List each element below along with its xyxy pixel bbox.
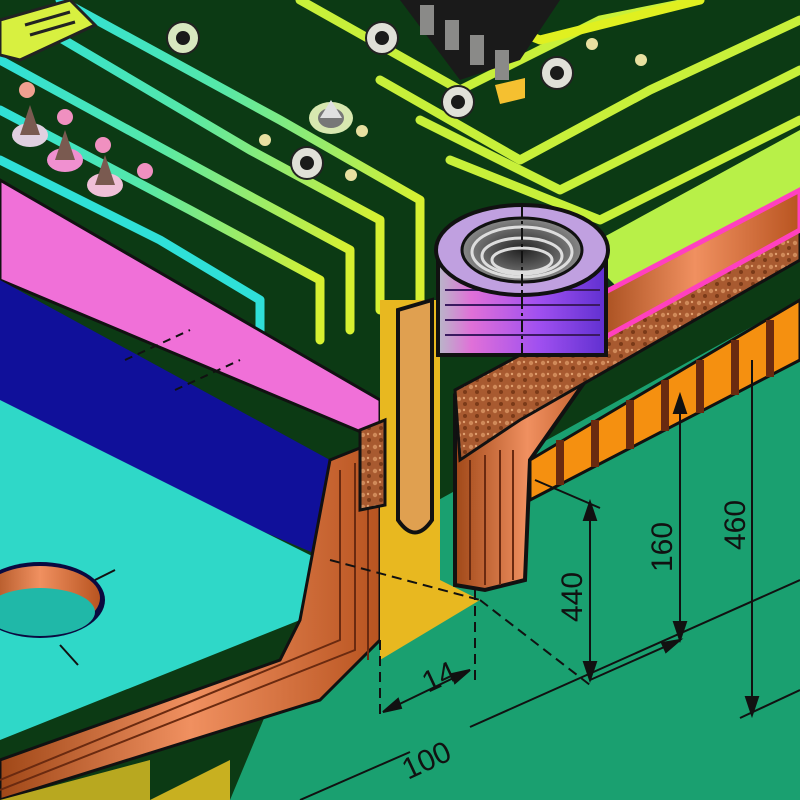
plated-through-hole — [0, 562, 116, 666]
vias — [166, 21, 647, 181]
connector — [0, 0, 98, 62]
hidden-lines — [124, 329, 241, 391]
foam-left — [358, 417, 387, 512]
core-ribs — [556, 320, 774, 485]
test-pins — [12, 82, 153, 197]
threaded-insert — [434, 203, 610, 357]
ground-plane — [580, 130, 800, 290]
dimension-lines — [299, 360, 800, 800]
dim-label-460: 460 — [719, 500, 752, 550]
slot-cutout — [396, 297, 434, 535]
ic-chip — [400, 0, 560, 104]
navy-layer — [0, 280, 330, 560]
cyan-floor — [0, 400, 320, 740]
dim-label-440: 440 — [556, 572, 589, 622]
dim-label-160: 160 — [646, 522, 679, 572]
standoff-pin — [309, 100, 353, 134]
